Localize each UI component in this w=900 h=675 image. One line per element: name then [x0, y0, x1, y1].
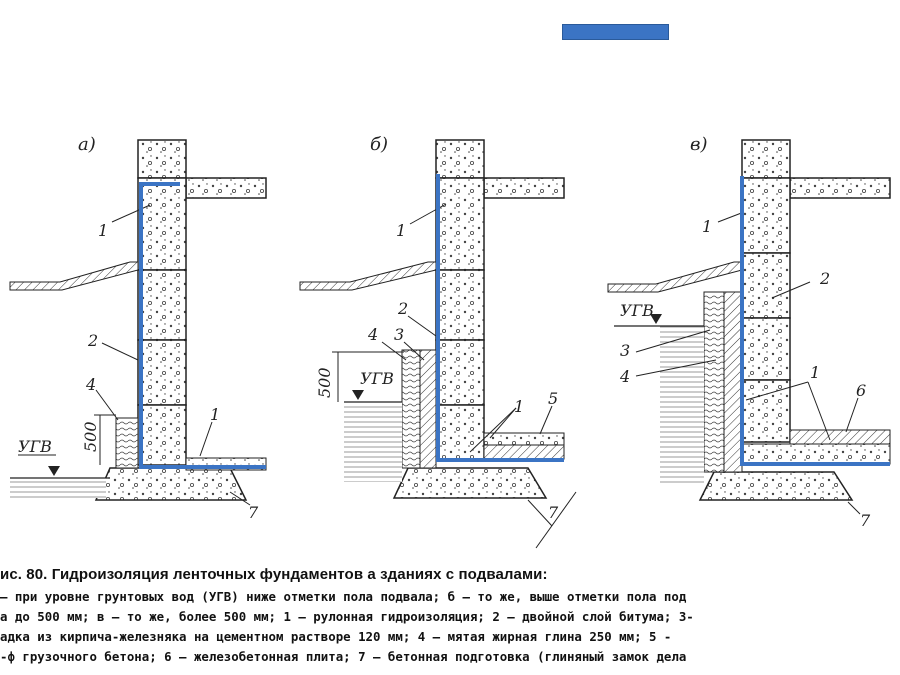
clay-layer — [401, 349, 421, 469]
wall-block — [741, 252, 791, 319]
floor-slab — [789, 177, 891, 199]
callout-6: 6 — [856, 381, 866, 400]
ugv-marker-icon — [48, 466, 60, 476]
floor-slab — [483, 177, 565, 199]
blind-area — [9, 261, 139, 291]
callout-7: 7 — [248, 503, 259, 522]
panel-a-letter: а) — [78, 134, 96, 155]
wall-block — [435, 404, 485, 461]
floor-slab — [185, 177, 267, 199]
wall-block — [435, 339, 485, 406]
wall-block — [741, 177, 791, 254]
wall-block — [137, 404, 187, 466]
callout-2: 2 — [819, 269, 830, 288]
blind-area — [607, 261, 743, 293]
panel-a: а) УГВ 500 1 2 4 1 7 — [9, 134, 267, 522]
panel-c: в) УГВ 1 2 3 4 1 6 7 — [607, 134, 891, 530]
dimension-label: 500 — [315, 367, 334, 398]
dimension-label: 500 — [81, 421, 100, 452]
loading-concrete — [483, 432, 565, 446]
column-top — [137, 139, 187, 179]
ugv-label: УГВ — [620, 301, 654, 320]
callout-2: 2 — [87, 331, 98, 350]
clay-lock — [115, 417, 139, 469]
blind-area — [299, 261, 437, 291]
callout-1: 1 — [98, 221, 108, 240]
column-top — [741, 139, 791, 179]
brick-wall — [419, 349, 437, 469]
foundation-drawings: а) УГВ 500 1 2 4 1 7 — [9, 134, 891, 549]
clay-layer — [703, 291, 725, 473]
ugv-marker-icon — [352, 390, 364, 400]
callout-4: 4 — [619, 367, 630, 386]
callout-2: 2 — [397, 299, 408, 318]
caption-line: а до 500 мм; в — то же, более 500 мм; 1 … — [0, 609, 694, 624]
callout-1b: 1 — [810, 363, 820, 382]
waterproofing-highlight — [139, 182, 266, 469]
groundwater — [10, 478, 106, 498]
ugv-label: УГВ — [360, 369, 394, 388]
panel-c-letter: в) — [690, 134, 708, 155]
callout-5: 5 — [548, 389, 558, 408]
wall-block — [435, 177, 485, 271]
callout-1b: 1 — [514, 397, 524, 416]
groundwater — [344, 402, 402, 482]
callout-4: 4 — [367, 325, 378, 344]
footing — [698, 471, 854, 501]
wall-block — [137, 269, 187, 341]
footing — [392, 467, 548, 499]
callout-4: 4 — [85, 375, 96, 394]
wall-block — [741, 379, 791, 443]
panel-b-letter: б) — [370, 134, 388, 155]
callout-1: 1 — [396, 221, 406, 240]
panel-b: б) УГВ 500 1 2 4 3 1 5 7 — [299, 134, 577, 549]
brick-wall — [723, 291, 743, 473]
column-top — [435, 139, 485, 179]
waterproofing-highlight — [740, 176, 890, 466]
groundwater — [660, 326, 704, 486]
caption-line: адка из кирпича-железняка на цементном р… — [0, 629, 672, 644]
wall-block — [137, 339, 187, 406]
rc-slab — [789, 429, 891, 445]
wall-block — [435, 269, 485, 341]
callout-3: 3 — [394, 325, 404, 344]
wall-block — [137, 177, 187, 271]
callout-3: 3 — [620, 341, 630, 360]
caption-line: -ф грузочного бетона; 6 — железобетонная… — [0, 649, 687, 664]
loading-concrete — [741, 443, 891, 465]
footing — [94, 467, 248, 501]
callout-7: 7 — [860, 511, 871, 530]
basement-floor — [483, 444, 565, 460]
figure-caption: ис. 80. Гидроизоляция ленточных фундамен… — [0, 562, 900, 675]
callout-7: 7 — [548, 503, 559, 522]
ugv-marker-icon — [650, 314, 662, 324]
caption-title: ис. 80. Гидроизоляция ленточных фундамен… — [0, 566, 548, 583]
ugv-label: УГВ — [18, 437, 52, 456]
waterproofing-highlight — [436, 174, 564, 462]
caption-line: — при уровне грунтовых вод (УГВ) ниже от… — [0, 589, 687, 604]
blue-highlight-bar — [562, 24, 669, 40]
callout-1: 1 — [702, 217, 712, 236]
wall-block — [741, 317, 791, 381]
callout-1b: 1 — [210, 405, 220, 424]
